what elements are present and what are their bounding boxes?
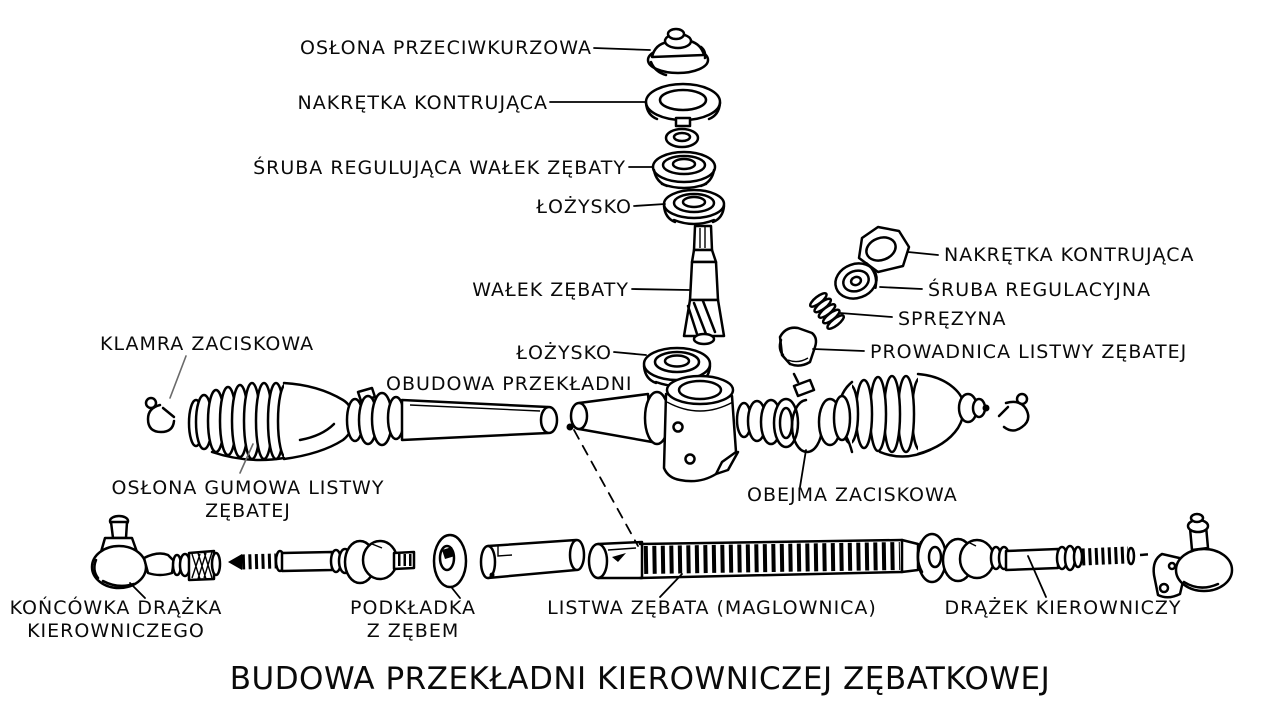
label-clamp-band: OBEJMA ZACISKOWA	[747, 484, 958, 506]
steering-rack-drawing	[587, 532, 948, 584]
boot-neck-clamp-left-drawing	[345, 386, 406, 447]
housing-tube-left-drawing	[400, 398, 574, 442]
pinion-shaft-drawing	[682, 224, 726, 346]
label-tie-rod: DRĄŻEK KIEROWNICZY	[944, 596, 1181, 619]
label-pinion-adjusting-screw: ŚRUBA REGULUJĄCA WAŁEK ZĘBATY	[253, 155, 626, 179]
label-rubber-boot-line1: OSŁONA GUMOWA LISTWY	[112, 477, 385, 499]
tie-rod-end-left-drawing	[90, 514, 222, 590]
housing-rings-drawing	[735, 397, 800, 449]
label-spring: SPRĘZYNA	[898, 308, 1007, 330]
dust-cap-drawing	[646, 27, 710, 77]
spacer-ring-drawing	[664, 127, 700, 149]
adjusting-screw-top-drawing	[651, 150, 717, 190]
clamp-clip-right-drawing	[997, 392, 1030, 432]
diagram-title: BUDOWA PRZEKŁADNI KIEROWNICZEJ ZĘBATKOWE…	[230, 661, 1051, 697]
clamp-clip-left-drawing	[144, 396, 176, 434]
label-gear-housing: OBUDOWA PRZEKŁADNI	[386, 373, 633, 395]
lock-nut-top-drawing	[644, 82, 722, 128]
rack-sleeve-tube-drawing	[479, 538, 586, 580]
label-clamp-clip: KLAMRA ZACISKOWA	[100, 333, 314, 355]
label-bearing-upper: ŁOŻYSKO	[535, 195, 632, 218]
label-steering-rack: LISTWA ZĘBATA (MAGLOWNICA)	[547, 597, 877, 619]
label-toothed-washer-line1: PODKŁADKA	[350, 597, 476, 619]
tie-rod-end-right-drawing	[1152, 512, 1234, 599]
bearing-upper-drawing	[662, 188, 726, 226]
label-lock-nut-right: NAKRĘTKA KONTRUJĄCA	[944, 244, 1194, 266]
housing-tube-right-drawing	[569, 390, 671, 446]
toothed-washer-drawing	[432, 533, 468, 589]
label-lock-nut-top: NAKRĘTKA KONTRUJĄCA	[298, 92, 548, 114]
label-adjusting-screw: ŚRUBA REGULACYJNA	[928, 277, 1151, 301]
label-rack-guide: PROWADNICA LISTWY ZĘBATEJ	[870, 341, 1187, 363]
boot-left-drawing	[187, 381, 355, 462]
leader-lines	[129, 47, 1047, 599]
label-bearing-lower: ŁOŻYSKO	[515, 341, 612, 364]
labels: OSŁONA PRZECIWKURZOWA NAKRĘTKA KONTRUJĄC…	[10, 37, 1194, 697]
label-rubber-boot-line2: ZĘBATEJ	[205, 500, 291, 522]
label-tie-rod-end-line2: KIEROWNICZEGO	[27, 620, 205, 642]
adjusting-screw-right-drawing	[834, 262, 878, 300]
label-pinion-shaft: WAŁEK ZĘBATY	[472, 279, 629, 301]
lock-nut-right-drawing	[857, 225, 911, 274]
rack-guide-drawing	[778, 326, 818, 367]
inner-tie-rod-drawing	[228, 539, 416, 585]
tie-rod-right-drawing	[941, 537, 1155, 583]
label-tie-rod-end-line1: KOŃCÓWKA DRĄŻKA	[10, 595, 223, 619]
label-dust-cover: OSŁONA PRZECIWKURZOWA	[300, 37, 592, 59]
spring-drawing	[808, 292, 846, 330]
boot-right-drawing	[832, 372, 990, 458]
label-toothed-washer-line2: Z ZĘBEM	[367, 620, 460, 642]
pinion-housing-drawing	[662, 374, 740, 483]
